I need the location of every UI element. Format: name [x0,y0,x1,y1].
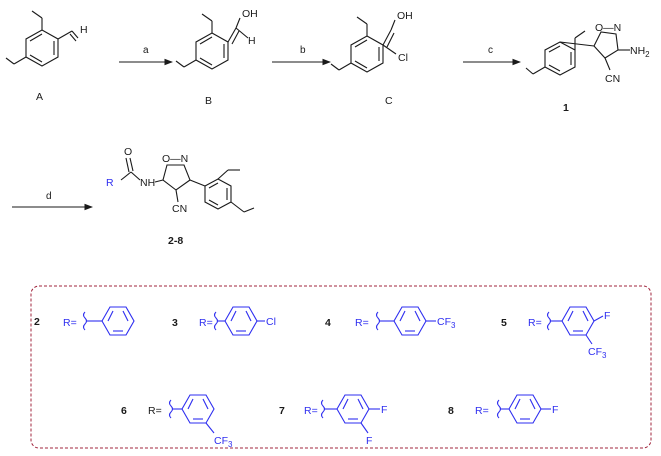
r-group-5-substituent-cf3: CF3 [588,346,607,360]
r-group-5: 5 R= F CF3 [501,306,610,360]
atom-cl-c: Cl [398,52,408,64]
r-group-8-number: 8 [448,405,454,417]
r-group-7-substituent-f1: F [381,404,387,416]
r-group-3-number: 3 [172,317,178,329]
arrow-label-d: d [46,191,52,202]
atom-r-main: R [106,177,114,189]
atom-cn-2-8: CN [172,203,187,215]
r-group-4-label: R= [355,317,369,329]
atom-nh-amide: NH [140,177,155,189]
r-group-3-label: R= [199,317,213,329]
r-group-8-label: R= [475,405,489,417]
r-group-7-label: R= [304,405,318,417]
r-group-5-label: R= [528,317,542,329]
r-group-5-substituent-f: F [604,310,610,322]
atom-carbonyl-o: O [124,146,132,158]
compound-2-8-structure: O R NH O—N CN [106,146,255,215]
compound-a-structure: H [5,10,88,67]
atom-h-b: H [248,35,256,47]
r-group-3: 3 R= Cl [172,306,276,336]
r-group-4-number: 4 [325,317,331,329]
r-group-6-substituent: CF3 [214,435,233,449]
atom-h: H [80,24,88,36]
arrow-label-a: a [143,45,149,56]
compound-label-1: 1 [563,102,569,114]
compound-label-c: C [385,95,393,107]
r-group-4-substituent: CF3 [437,316,456,330]
arrow-label-c: c [488,45,493,56]
r-group-4: 4 R= CF3 [325,306,456,336]
compound-1-structure: O—N NH2 CN [525,22,650,85]
compound-c-structure: OH Cl [330,10,413,73]
atom-nh2: NH2 [630,45,650,59]
r-group-6-number: 6 [121,405,127,417]
compound-label-a: A [36,91,43,103]
atom-isoxazole-2-8: O—N [162,153,188,165]
r-group-7-substituent-f2: F [366,435,372,447]
compound-label-b: B [205,95,212,107]
arrow-label-b: b [300,45,306,56]
r-group-box [30,285,652,449]
r-group-6: 6 R= CF3 [121,394,233,449]
r-group-5-number: 5 [501,317,507,329]
r-group-2-label: R= [63,317,77,329]
atom-oh-c: OH [397,10,413,22]
atom-oh-b: OH [242,8,258,20]
atom-cn-1: CN [605,73,620,85]
r-group-3-substituent: Cl [266,316,276,328]
r-group-7-number: 7 [279,405,285,417]
r-group-7: 7 R= F F [279,394,387,447]
r-group-8: 8 R= F [448,394,558,424]
r-group-2-number: 2 [34,316,40,328]
r-group-6-label: R= [148,405,162,417]
compound-b-structure: OH H [175,8,258,70]
r-group-8-substituent: F [552,404,558,416]
compound-label-2-8: 2-8 [168,235,183,247]
r-group-2: 2 R= [34,306,135,336]
atom-isoxazole-n-o: O—N [595,22,621,34]
